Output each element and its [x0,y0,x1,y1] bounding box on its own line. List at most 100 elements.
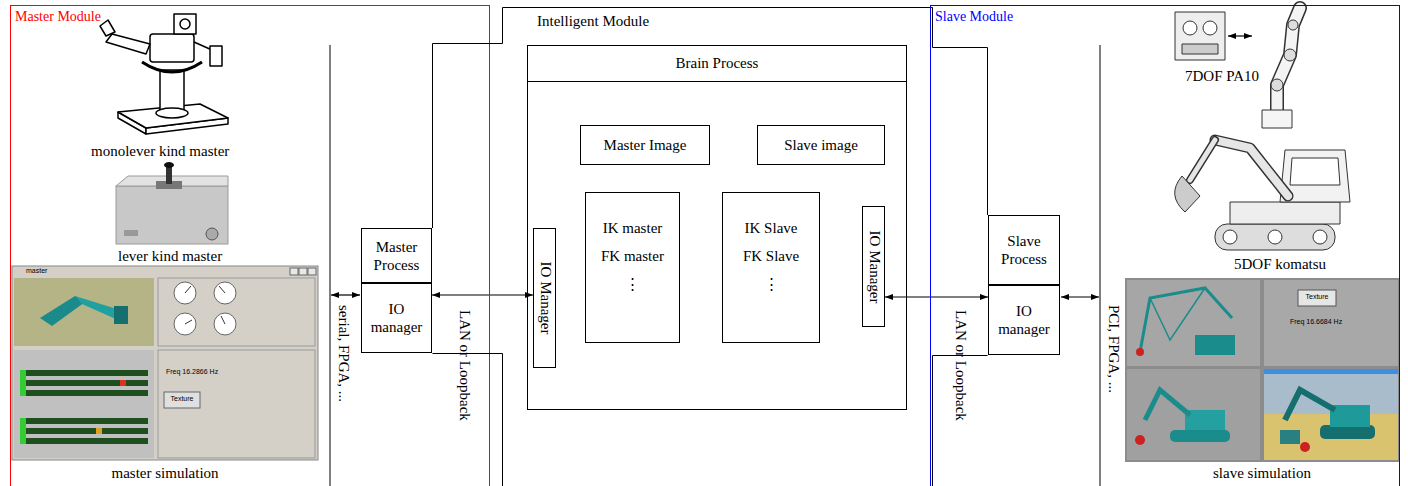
master-simulation-screenshot [158,278,315,346]
window-title: master [26,267,47,275]
box-label: Master Image [604,136,687,154]
bus-line [330,45,331,486]
master-simulation-screenshot [20,390,148,396]
link-arrow [432,294,533,295]
monolever-master-figure [118,104,228,128]
box-label: IO manager [365,300,428,336]
master-simulation-screenshot [114,306,128,324]
box-label: Master Process [365,238,428,274]
excavator-figure [1290,158,1340,185]
slave-simulation-screenshot [1170,430,1230,442]
module-title: Intelligent Module [537,13,649,30]
master-simulation-screenshot [12,266,318,460]
pa10-robot-figure [1288,20,1298,30]
excavator-figure [1175,176,1200,212]
module-title: Master Module [15,9,101,25]
kinematics-label: IK Slave [745,219,798,237]
excavator-figure [1230,202,1340,224]
monolever-master-figure [100,20,115,36]
lever-master-photo [116,162,228,244]
master-simulation-screenshot [20,380,148,386]
slave-simulation-screenshot [1145,390,1190,420]
master-simulation-screenshot [308,268,316,275]
master-simulation-screenshot [20,418,148,424]
link-label: PCI, FPGA, ... [1105,305,1122,393]
excavator-figure [1175,140,1350,250]
figure-caption: master simulation [112,465,219,482]
master-simulation-screenshot [214,313,236,335]
bus-line [1100,45,1101,486]
process-box: IO manager [361,283,432,353]
master-simulation-screenshot [174,313,196,335]
master-simulation-screenshot [20,438,148,444]
brain-process-box: Brain ProcessMaster ImageSlave imageIO M… [527,45,907,410]
slave-simulation-screenshot [1298,290,1336,306]
slave-simulation-screenshot [1135,435,1145,445]
box-label: Slave image [784,136,858,154]
figure-caption: 5DOF komatsu [1234,256,1326,273]
box-label: IO manager [992,302,1056,338]
monolever-master-figure [106,34,150,54]
module-outline [432,7,988,486]
slave-simulation-screenshot [1264,369,1398,374]
pa10-robot-figure [1175,12,1225,60]
kinematics-label: ⋮ [764,275,779,293]
excavator-figure [1215,224,1335,250]
screen-button-label: Texture [1306,293,1329,301]
master-simulation-screenshot [20,428,148,434]
master-simulation-screenshot [158,350,315,458]
slave-simulation-screenshot [1280,430,1300,444]
master-simulation-screenshot [75,296,120,320]
bus-line [330,45,1100,486]
lever-master-photo [124,230,138,236]
excavator-figure [1268,230,1282,244]
master-simulation-screenshot [20,418,26,444]
excavator-figure [1313,230,1327,244]
pa10-robot-figure [1183,21,1197,35]
master-simulation-screenshot [120,380,126,386]
screen-readout: Freq 16.2866 Hz [166,368,218,376]
monolever-master-figure [156,108,188,118]
intelligent-module-outline: Intelligent ModuleBrain ProcessMaster Im… [432,7,988,486]
monolever-master-figure [180,19,190,29]
slave-simulation-screenshot [1285,390,1335,420]
slave-simulation-screenshot [1125,278,1400,462]
bus-arrow [331,294,360,295]
module-frame: Master ModuleMaster Process IO manager [10,5,490,486]
slave-simulation-screenshot [1127,369,1260,460]
link-arrow [885,296,988,297]
monolever-master-figure [210,46,222,66]
module-outline [433,8,988,486]
pa10-robot-figure [1175,8,1300,128]
screen-readout: Freq 16.6684 Hz [1290,318,1342,326]
lever-master-photo [164,162,174,168]
link-label: LAN or Loopback [456,310,473,421]
pa10-robot-figure [1284,49,1296,61]
link-label: LAN or Loopback [952,310,969,421]
master-simulation-screenshot [164,392,200,408]
kinematics-label: FK master [601,247,664,265]
master-simulation-screenshot [96,428,102,434]
figure-caption: slave simulation [1213,465,1311,482]
monolever-master-figure [142,62,202,72]
master-simulation-screenshot [12,266,318,460]
slave-simulation-screenshot [1150,288,1205,340]
kinematics-box: IK SlaveFK Slave⋮ [722,192,820,343]
master-simulation-screenshot [20,370,26,396]
slave-simulation-screenshot [1127,280,1260,366]
excavator-figure [1190,140,1215,180]
pa10-robot-figure [1182,44,1218,54]
master-simulation-screenshot [221,316,225,324]
master-simulation-screenshot [290,268,298,275]
master-simulation-screenshot [185,286,191,293]
figure-caption: lever kind master [118,248,222,265]
slave-simulation-screenshot [1195,335,1235,355]
process-box: Master Image [580,125,710,165]
master-simulation-screenshot [219,286,225,293]
slave-simulation-screenshot [1300,442,1310,452]
lever-master-photo [116,186,228,244]
master-simulation-screenshot [214,282,236,304]
lever-master-photo [206,228,218,240]
bus-arrow [1061,296,1099,297]
